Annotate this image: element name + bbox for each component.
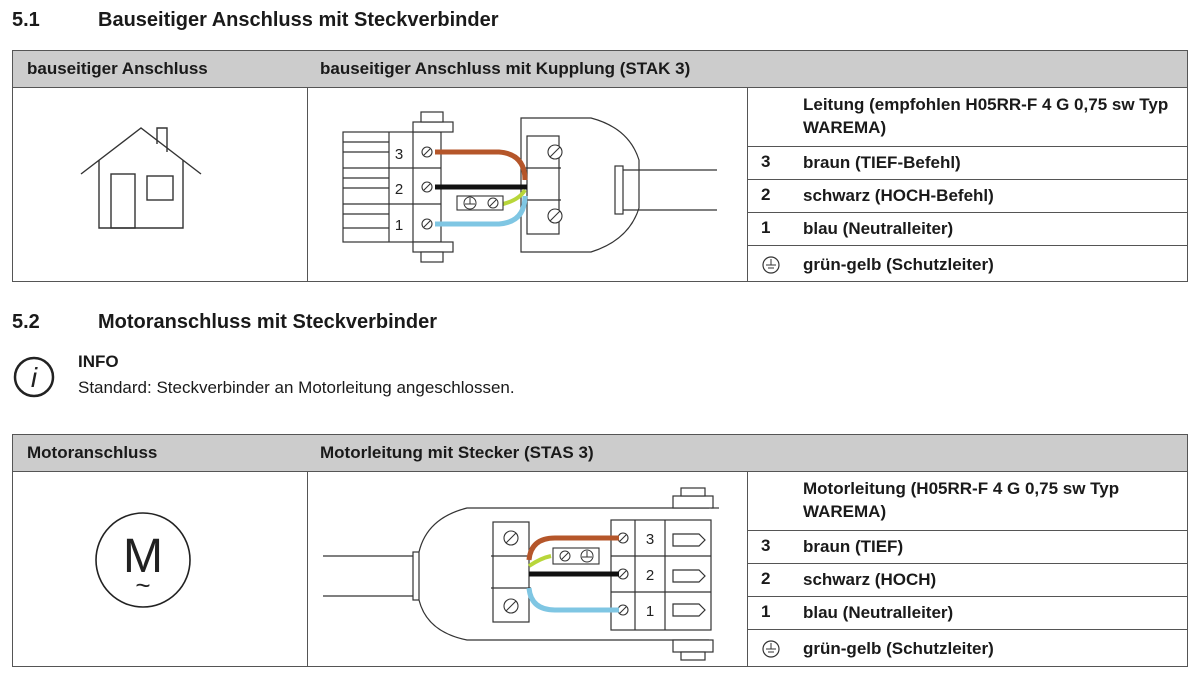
legend-key: 1 — [761, 602, 771, 621]
legend-text: schwarz (HOCH-Befehl) — [803, 186, 994, 205]
svg-text:i: i — [31, 362, 38, 393]
col-header-plug: Motorleitung mit Stecker (STAS 3) — [320, 443, 594, 462]
motor-icon: M ~ — [95, 512, 191, 608]
section-number: 5.1 — [12, 9, 40, 31]
legend-key: 3 — [761, 152, 771, 171]
legend-row-3: 3 braun (TIEF-Befehl) — [747, 146, 1187, 180]
legend-text: blau (Neutralleiter) — [803, 219, 954, 238]
legend-row-ground: grün-gelb (Schutzleiter) — [747, 245, 1187, 282]
section-title-5-2: 5.2 Motoranschluss mit Steckverbinder — [12, 311, 437, 334]
wire-legend-2: Motorleitung (H05RR-F 4 G 0,75 sw Typ WA… — [747, 472, 1187, 667]
legend-key: 3 — [761, 536, 771, 555]
terminal-label-1: 1 — [646, 603, 654, 620]
legend-text: Leitung (empfohlen H05RR-F 4 G 0,75 sw T… — [803, 95, 1169, 137]
ground-icon — [762, 256, 780, 274]
legend-row-2: 2 schwarz (HOCH) — [747, 563, 1187, 597]
table-body: 3 2 1 L — [13, 88, 1187, 282]
coupling-diagram: 3 2 1 — [342, 111, 717, 263]
section-number: 5.2 — [12, 311, 40, 333]
legend-key: 1 — [761, 218, 771, 237]
terminal-label-1: 1 — [395, 217, 403, 234]
ground-icon — [762, 640, 780, 658]
column-divider — [747, 88, 748, 282]
legend-text: grün-gelb (Schutzleiter) — [803, 255, 994, 274]
plug-diagram: 3 2 1 — [323, 487, 719, 661]
info-text: Standard: Steckverbinder an Motorleitung… — [78, 378, 515, 397]
motor-symbol-letter: M — [123, 530, 163, 583]
info-heading: INFO — [78, 352, 119, 371]
connection-table-1: bauseitiger Anschluss bauseitiger Anschl… — [12, 50, 1188, 282]
table-body: M ~ — [13, 472, 1187, 667]
terminal-label-3: 3 — [646, 531, 654, 548]
motor-symbol-ac: ~ — [135, 570, 150, 600]
section-title-text: Bauseitiger Anschluss mit Steckverbinder — [98, 9, 499, 31]
legend-row-2: 2 schwarz (HOCH-Befehl) — [747, 179, 1187, 213]
connection-table-2: Motoranschluss Motorleitung mit Stecker … — [12, 434, 1188, 667]
info-icon: i — [13, 356, 55, 398]
section-title-text: Motoranschluss mit Steckverbinder — [98, 311, 437, 333]
section-title-5-1: 5.1 Bauseitiger Anschluss mit Steckverbin… — [12, 9, 499, 32]
terminal-label-2: 2 — [395, 181, 403, 198]
legend-text: Motorleitung (H05RR-F 4 G 0,75 sw Typ WA… — [803, 479, 1120, 521]
legend-row-ground: grün-gelb (Schutzleiter) — [747, 629, 1187, 667]
col-header-motor-connection: Motoranschluss — [27, 443, 158, 462]
column-divider — [307, 88, 308, 282]
terminal-label-3: 3 — [395, 146, 403, 163]
wire-legend-1: Leitung (empfohlen H05RR-F 4 G 0,75 sw T… — [747, 88, 1187, 282]
legend-row-3: 3 braun (TIEF) — [747, 530, 1187, 564]
table-header: Motoranschluss Motorleitung mit Stecker … — [13, 435, 1187, 472]
col-header-coupling: bauseitiger Anschluss mit Kupplung (STAK… — [320, 59, 691, 78]
legend-row-cable: Leitung (empfohlen H05RR-F 4 G 0,75 sw T… — [747, 88, 1187, 147]
house-icon — [80, 127, 202, 229]
terminal-label-2: 2 — [646, 567, 654, 584]
col-header-site-connection: bauseitiger Anschluss — [27, 59, 208, 78]
legend-text: blau (Neutralleiter) — [803, 603, 954, 622]
legend-row-1: 1 blau (Neutralleiter) — [747, 596, 1187, 630]
legend-text: schwarz (HOCH) — [803, 570, 937, 589]
legend-row-cable: Motorleitung (H05RR-F 4 G 0,75 sw Typ WA… — [747, 472, 1187, 531]
legend-text: braun (TIEF-Befehl) — [803, 153, 961, 172]
column-divider — [747, 472, 748, 667]
legend-key: 2 — [761, 569, 771, 588]
column-divider — [307, 472, 308, 667]
legend-row-1: 1 blau (Neutralleiter) — [747, 212, 1187, 246]
legend-key: 2 — [761, 185, 771, 204]
legend-text: braun (TIEF) — [803, 537, 904, 556]
legend-text: grün-gelb (Schutzleiter) — [803, 639, 994, 658]
table-header: bauseitiger Anschluss bauseitiger Anschl… — [13, 51, 1187, 88]
